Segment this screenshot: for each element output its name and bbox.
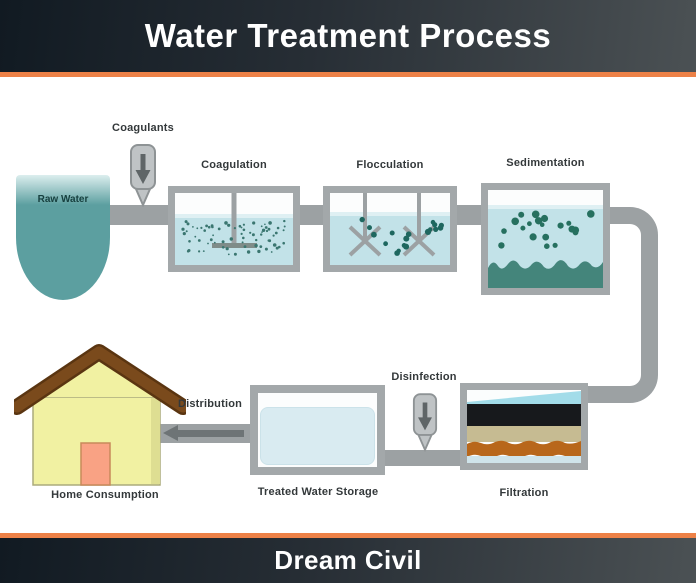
home-consumption-label: Home Consumption <box>51 489 159 501</box>
header-banner: Water Treatment Process <box>0 0 696 72</box>
filtration-label: Filtration <box>499 487 549 499</box>
pipe-flocculation-to-sedimentation <box>450 205 488 225</box>
pipe-filtration-to-storage <box>378 450 466 466</box>
distribution-label: Distribution <box>177 398 243 410</box>
raw-water-label: Raw Water <box>37 194 89 205</box>
filtration-layers <box>467 390 581 463</box>
pipe-rawwater-to-coagulation <box>108 205 178 225</box>
coagulants-dispenser down-arrow-icon <box>130 144 156 207</box>
disinfection-dispenser down-arrow-icon <box>412 393 438 452</box>
flocculation-label: Flocculation <box>356 159 424 171</box>
page-title: Water Treatment Process <box>144 17 552 54</box>
water-treatment-diagram: Raw Water Coagulants Coagulation F <box>0 77 696 533</box>
treated-water-storage-tank <box>250 385 385 475</box>
flocculation-mixers-icon <box>348 193 444 257</box>
left-arrow-icon <box>178 430 244 437</box>
sedimentation-tank <box>481 183 610 295</box>
flocculation-water <box>330 212 450 265</box>
sediment-layer <box>488 260 603 288</box>
accent-divider-bottom <box>0 533 696 538</box>
treated-water <box>260 407 375 465</box>
coagulation-label: Coagulation <box>201 159 267 171</box>
flocculation-tank <box>323 186 457 272</box>
pipe-storage-to-home <box>156 424 254 443</box>
coagulation-tank <box>168 186 300 272</box>
treated-water-storage-label: Treated Water Storage <box>257 486 379 498</box>
filtration-tank <box>460 383 588 470</box>
home-house-icon <box>14 344 186 486</box>
raw-water-basin: Raw Water <box>16 175 110 300</box>
coagulants-label: Coagulants <box>112 122 174 134</box>
disinfection-label: Disinfection <box>391 371 457 383</box>
pipe-coagulation-to-flocculation <box>295 205 330 225</box>
coagulation-mixer-icon <box>181 193 286 256</box>
brand-name: Dream Civil <box>274 545 422 575</box>
footer-banner: Dream Civil <box>0 538 696 583</box>
sedimentation-particles <box>498 210 595 249</box>
sedimentation-label: Sedimentation <box>506 157 585 169</box>
accent-divider-top <box>0 72 696 77</box>
